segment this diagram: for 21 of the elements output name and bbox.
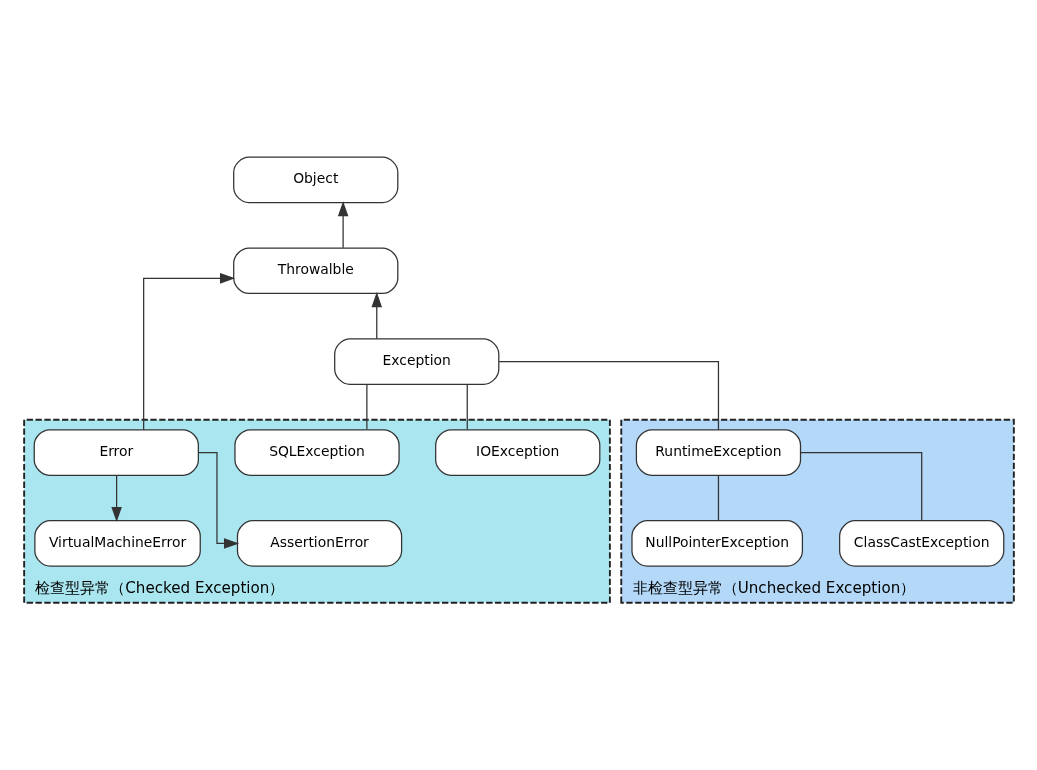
connector [498, 361, 719, 431]
arrow [370, 292, 382, 340]
connector [799, 451, 922, 522]
node-box: Object [232, 156, 398, 204]
node-box: Throwalble [232, 247, 398, 295]
connector [365, 383, 367, 430]
node-box: IOException [434, 429, 600, 476]
arrow [197, 451, 239, 549]
arrow [110, 474, 122, 523]
connector [717, 474, 719, 521]
arrow [337, 201, 348, 249]
node-box: Error [33, 429, 199, 476]
arrow [142, 273, 235, 431]
node-box: ClassCastException [838, 520, 1004, 567]
node-box: NullPointerException [630, 520, 803, 567]
node-box: Exception [333, 338, 499, 385]
node-box: RuntimeException [635, 429, 801, 476]
node-box: AssertionError [236, 520, 402, 567]
node-box: VirtualMachineError [33, 520, 201, 567]
connector [466, 383, 468, 430]
node-box: SQLException [233, 429, 400, 476]
